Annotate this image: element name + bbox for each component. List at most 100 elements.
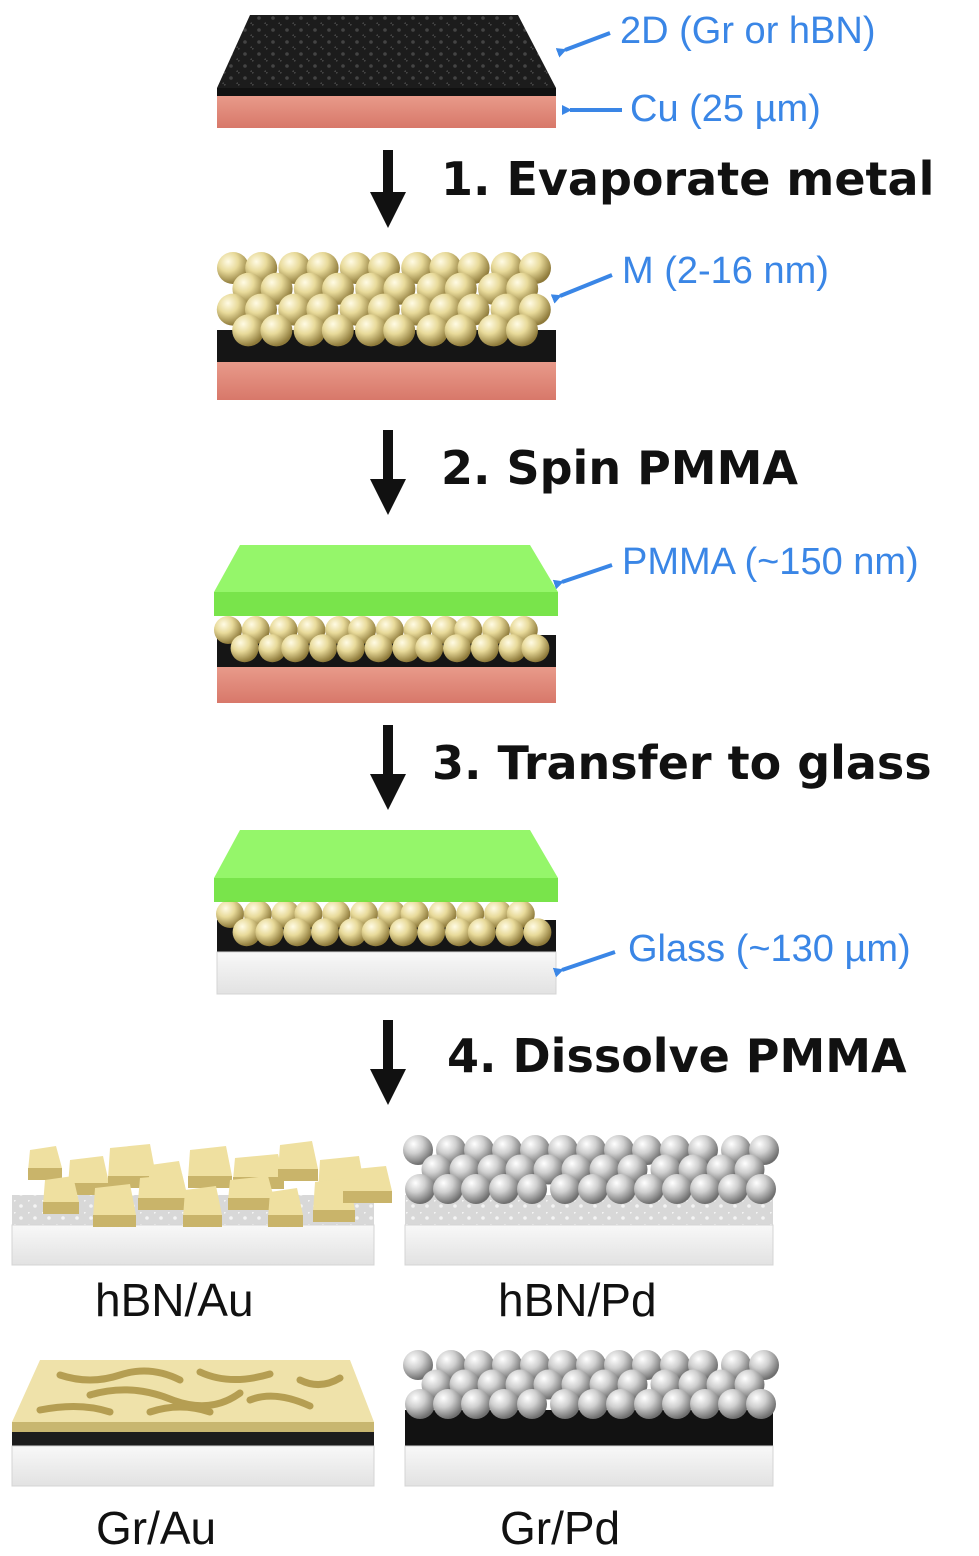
palladium-nanoparticle (634, 1174, 664, 1204)
palladium-nanoparticle (578, 1389, 608, 1419)
palladium-nanoparticles (403, 1350, 779, 1419)
metal-nanoparticle (311, 918, 339, 947)
metal-nanoparticle (255, 918, 284, 947)
palladium-nanoparticle (517, 1174, 547, 1204)
metal-nanoparticle (383, 314, 416, 347)
sample-gr-au (11, 1360, 375, 1487)
gold-island-side (183, 1215, 222, 1227)
palladium-nanoparticle (403, 1350, 433, 1380)
gold-island (278, 1141, 318, 1172)
palladium-nanoparticle (433, 1389, 463, 1419)
metal-nanoparticle (521, 634, 550, 663)
sample-label-gr-au: Gr/Au (96, 1502, 217, 1554)
glass-substrate (11, 1224, 375, 1266)
gold-island-side (343, 1191, 392, 1203)
sample-hbn-au (11, 1141, 392, 1266)
gold-island-side (138, 1198, 188, 1210)
metal-nanoparticle (361, 918, 390, 947)
gold-island (93, 1184, 136, 1218)
metal-nanoparticle (470, 634, 499, 663)
gold-island (68, 1156, 109, 1186)
sample-label-gr-pd: Gr/Pd (500, 1502, 621, 1554)
pmma-layer-top (214, 545, 558, 592)
palladium-nanoparticle (550, 1389, 580, 1419)
palladium-nanoparticle (746, 1174, 776, 1204)
palladium-nanoparticle (718, 1174, 748, 1204)
metal-nanoparticle (392, 634, 421, 663)
palladium-nanoparticle (746, 1389, 776, 1419)
arrow-down-icon (370, 150, 406, 228)
pmma-layer-side (214, 878, 558, 902)
palladium-nanoparticle (662, 1174, 692, 1204)
metal-nanoparticle (232, 314, 265, 347)
metal-nanoparticle (258, 634, 287, 663)
metal-nanoparticle (338, 918, 367, 947)
sample-hbn-pd (403, 1135, 779, 1266)
palladium-nanoparticle (606, 1174, 636, 1204)
metal-nanoparticle (445, 918, 473, 947)
metal-nanoparticles (214, 616, 550, 663)
arrow-down-icon (370, 1020, 406, 1105)
copper-foil (217, 667, 556, 703)
palladium-nanoparticle (403, 1135, 433, 1165)
gold-islands (28, 1141, 392, 1227)
glass-substrate (11, 1445, 375, 1487)
gold-island (43, 1176, 79, 1205)
sample-label-hbn-au: hBN/Au (95, 1274, 254, 1326)
pmma-layer-top (214, 830, 558, 878)
gold-island-side (28, 1168, 62, 1180)
gold-island-side (278, 1169, 318, 1181)
metal-nanoparticle (260, 314, 293, 347)
stack-pmma-spun (214, 545, 558, 703)
palladium-nanoparticle (461, 1174, 491, 1204)
metal-nanoparticle (283, 918, 312, 947)
palladium-nanoparticle (606, 1389, 636, 1419)
arrow-2d-icon (555, 31, 611, 58)
metal-nanoparticles (216, 900, 552, 947)
metal-nanoparticle (506, 314, 538, 347)
metal-nanoparticle (355, 314, 387, 347)
copper-foil (217, 96, 556, 128)
sample-label-hbn-pd: hBN/Pd (498, 1274, 657, 1326)
annotation-pmma: PMMA (~150 nm) (622, 541, 919, 583)
palladium-nanoparticle (578, 1174, 608, 1204)
arrow-down-icon (370, 725, 406, 810)
metal-nanoparticle (293, 314, 326, 347)
gold-island-side (43, 1202, 79, 1214)
metal-nanoparticle (336, 634, 365, 663)
metal-nanoparticle (214, 616, 242, 644)
metal-nanoparticle (416, 314, 449, 347)
gold-film-side (12, 1422, 374, 1432)
metal-nanoparticle (498, 634, 527, 663)
stack-on-glass (214, 830, 558, 995)
metal-nanoparticle (444, 314, 477, 347)
palladium-nanoparticle (718, 1389, 748, 1419)
gold-island (138, 1174, 188, 1201)
arrow-glass-icon (552, 950, 616, 978)
gold-island (268, 1188, 303, 1218)
metal-nanoparticle (389, 918, 418, 947)
pmma-layer-side (214, 592, 558, 616)
step-2-label: 2. Spin PMMA (441, 441, 798, 495)
palladium-nanoparticle (489, 1389, 519, 1419)
arrow-metal-icon (550, 273, 613, 304)
annotation-2d: 2D (Gr or hBN) (620, 10, 876, 52)
step-arrows (370, 150, 406, 1105)
gold-island-side (228, 1198, 274, 1210)
metal-nanoparticle (467, 918, 496, 947)
gold-island (343, 1166, 392, 1194)
palladium-nanoparticle (405, 1389, 435, 1419)
glass-substrate (404, 1445, 774, 1487)
annotation-arrows (550, 31, 622, 978)
gold-island (28, 1146, 62, 1171)
metal-nanoparticle (523, 918, 552, 947)
gold-island-side (188, 1176, 232, 1188)
sample-gr-pd (403, 1350, 779, 1487)
step-3-label: 3. Transfer to glass (432, 736, 932, 790)
metal-nanoparticles (216, 252, 551, 347)
gold-island (233, 1154, 284, 1180)
palladium-nanoparticles (403, 1135, 779, 1204)
palladium-nanoparticle (662, 1389, 692, 1419)
gold-film-top (12, 1360, 374, 1422)
annotation-cu: Cu (25 µm) (630, 88, 821, 130)
